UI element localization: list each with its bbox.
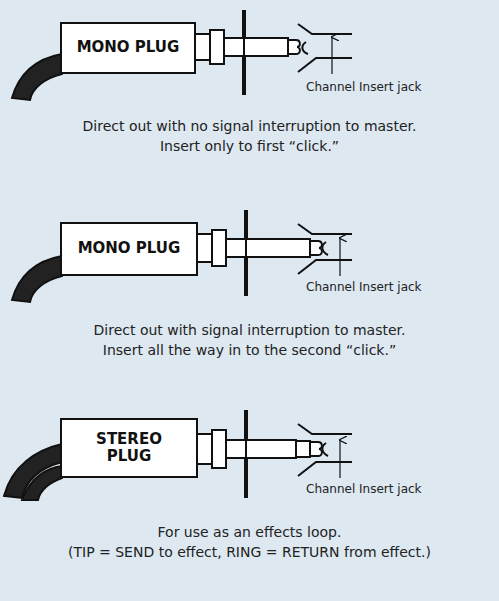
- caption-line: For use as an effects loop.: [0, 524, 499, 540]
- plug-body: MONO PLUG: [60, 222, 198, 276]
- stereo-plug-effects-loop: [4, 410, 352, 500]
- jack-label: Channel Insert jack: [306, 80, 422, 94]
- caption-line: Direct out with signal interruption to m…: [0, 322, 499, 338]
- caption-line: (TIP = SEND to effect, RING = RETURN fro…: [0, 544, 499, 560]
- plug-body: STEREO PLUG: [60, 418, 198, 478]
- caption-line: Insert only to first “click.”: [0, 138, 499, 154]
- plug-label: STEREO PLUG: [84, 431, 174, 466]
- plug-label: MONO PLUG: [78, 240, 181, 257]
- mono-plug-second-click: [12, 210, 352, 302]
- mono-plug-first-click: [12, 10, 352, 100]
- plug-label: MONO PLUG: [77, 39, 180, 56]
- caption-line: Direct out with no signal interruption t…: [0, 118, 499, 134]
- jack-label: Channel Insert jack: [306, 482, 422, 496]
- jack-label: Channel Insert jack: [306, 280, 422, 294]
- caption-line: Insert all the way in to the second “cli…: [0, 342, 499, 358]
- plug-body: MONO PLUG: [60, 22, 196, 74]
